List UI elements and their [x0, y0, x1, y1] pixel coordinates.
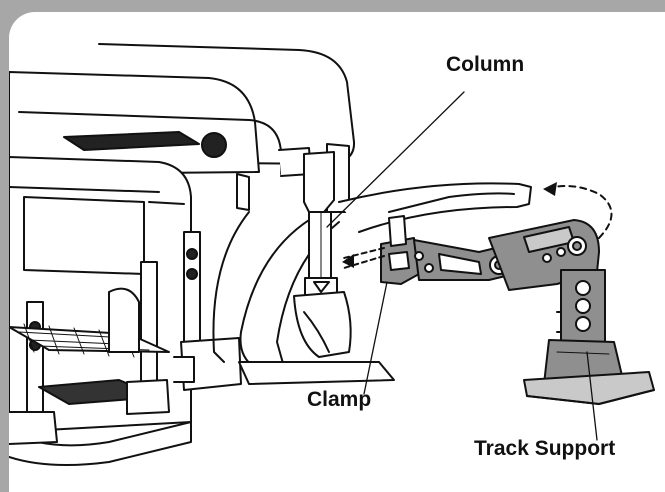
machine-illustration — [9, 43, 655, 467]
curved-rail — [212, 182, 532, 385]
motion-arrows — [342, 182, 613, 269]
front-base-unit — [9, 156, 242, 467]
leader-lines — [326, 91, 598, 441]
track-support-leader-line — [586, 351, 598, 441]
column-label: Column — [446, 53, 525, 76]
clamp-leader-line — [363, 281, 388, 395]
column-post — [293, 151, 352, 358]
rear-base-unit — [9, 43, 356, 213]
clamp-label: Clamp — [307, 388, 372, 411]
track-support-arm — [488, 219, 655, 405]
round-port — [201, 132, 227, 158]
track-support-label: Track Support — [474, 437, 616, 460]
illustration-panel — [9, 12, 665, 492]
mesh-vent — [63, 131, 200, 151]
column-leader-line — [326, 91, 465, 228]
